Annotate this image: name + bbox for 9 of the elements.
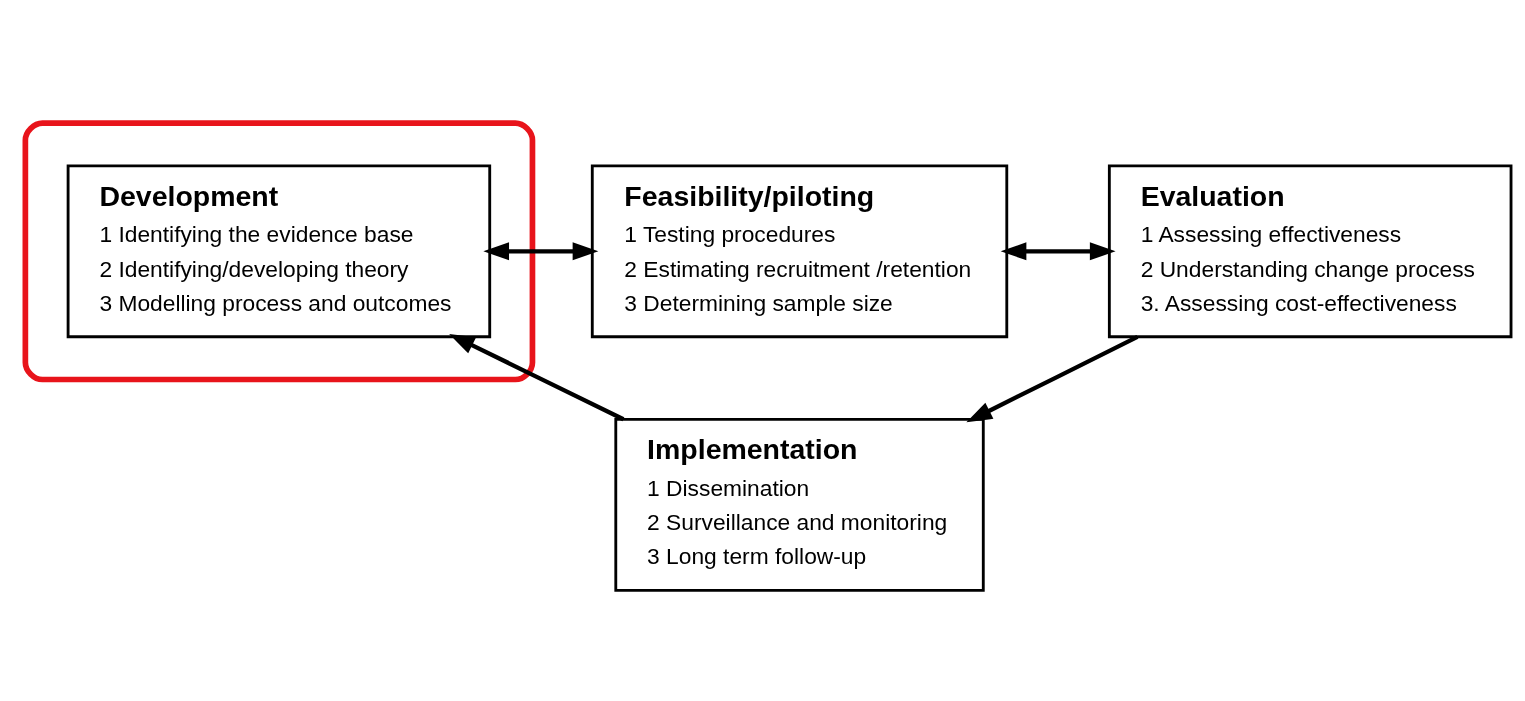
arrow — [483, 241, 599, 260]
cluster — [22, 119, 536, 382]
node-box: Implementation 1 Dissemination 2 Surveillance and monitoring 3 Long term follow-up — [614, 417, 985, 592]
node-box: Feasibility/piloting 1 Testing procedures 2 Estimating recruitment /retention 3 Determining sample size — [590, 163, 1009, 338]
arrow — [966, 334, 1139, 422]
arrow — [1000, 241, 1116, 260]
arrow — [449, 333, 625, 421]
node-box: Evaluation 1 Assessing effectiveness 2 Understanding change process 3. Assessing cost-effectiveness — [1107, 163, 1513, 338]
node-box: Development 1 Identifying the evidence base 2 Identifying/developing theory 3 Modelling process and outcomes — [66, 163, 492, 338]
